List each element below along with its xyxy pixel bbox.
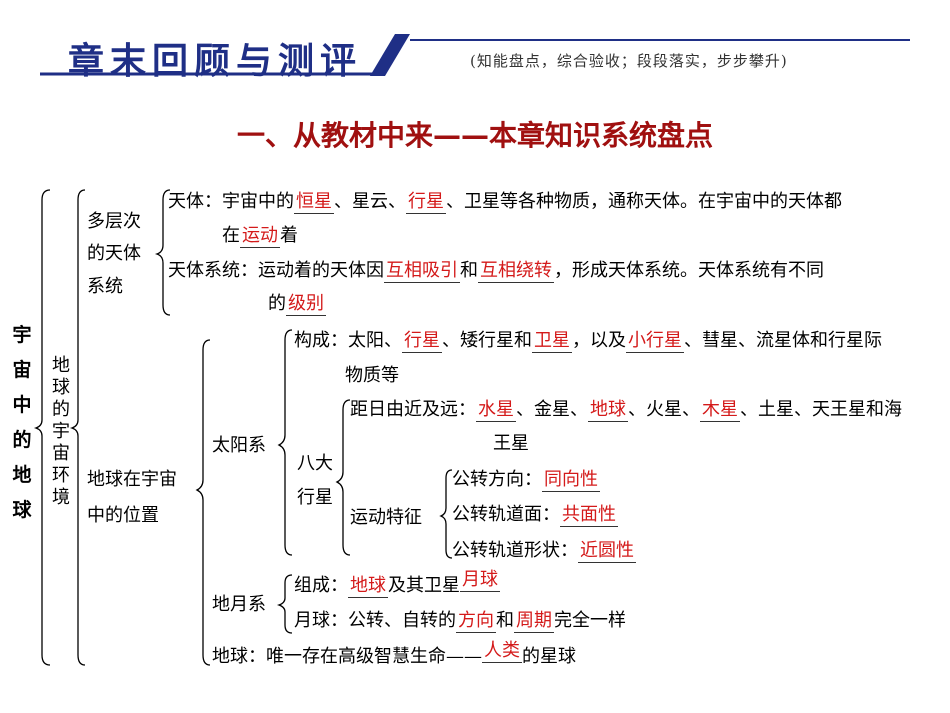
answer-blank: 近圆性 bbox=[578, 540, 636, 563]
earthmoon-composition: 组成：地球及其卫星月球 bbox=[294, 569, 500, 598]
order-tail: 、土星、天王星和海 bbox=[740, 399, 902, 420]
motion-shape: 公转轨道形状：近圆性 bbox=[452, 539, 636, 563]
answer-blank: 互相吸引 bbox=[384, 260, 460, 283]
composition-mid2: ，以及 bbox=[572, 330, 626, 351]
composition-line2: 物质等 bbox=[345, 365, 399, 386]
root-label: 宇宙中的地球 bbox=[12, 324, 32, 521]
order-line2: 王星 bbox=[493, 433, 529, 454]
composition-tail: 、彗星、流星体和行星际 bbox=[684, 330, 882, 351]
answer-blank: 同向性 bbox=[542, 469, 600, 492]
answer-blank: 月球 bbox=[460, 569, 500, 592]
motion-label: 运动特征 bbox=[350, 507, 422, 528]
section-title: 一、从教材中来——本章知识系统盘点 bbox=[236, 119, 713, 152]
answer-blank: 恒星 bbox=[294, 191, 334, 214]
order-mid1: 、金星、 bbox=[516, 399, 588, 420]
celestial-prefix: 天体：宇宙中的 bbox=[168, 191, 294, 212]
celestial-line2: 在运动着 bbox=[222, 224, 298, 248]
celestial-tail: 、卫星等各种物质，通称天体。在宇宙中的天体都 bbox=[446, 191, 842, 212]
order-prefix: 距日由近及远： bbox=[350, 399, 476, 420]
header-subtitle: (知能盘点，综合验收；段段落实，步步攀升) bbox=[470, 52, 788, 70]
plane-label: 公转轨道面： bbox=[452, 504, 560, 525]
celestial-line2-suffix: 着 bbox=[280, 225, 298, 246]
system-prefix: 天体系统：运动着的天体因 bbox=[168, 260, 384, 281]
answer-blank: 周期 bbox=[514, 610, 554, 633]
header-stripe-1 bbox=[370, 34, 410, 76]
earth-prefix: 地球：唯一存在高级智慧生命—— bbox=[212, 646, 482, 667]
answer-blank: 方向 bbox=[456, 610, 496, 633]
celestial-mid: 、星云、 bbox=[334, 191, 406, 212]
motion-plane: 公转轨道面：共面性 bbox=[452, 503, 618, 527]
earthmoon-moon: 月球：公转、自转的方向和周期完全一样 bbox=[294, 609, 626, 633]
position-label-line1: 地球在宇宙 bbox=[87, 469, 177, 490]
system-tail: ，形成天体系统。天体系统有不同 bbox=[554, 260, 824, 281]
eight-label-line1: 八大 bbox=[297, 453, 333, 474]
answer-blank: 行星 bbox=[402, 330, 442, 353]
multi-label-line2: 的天体 bbox=[87, 243, 141, 264]
em-composition-mid: 及其卫星 bbox=[388, 575, 460, 596]
answer-blank: 运动 bbox=[240, 225, 280, 248]
celestial-line2-prefix: 在 bbox=[222, 225, 240, 246]
motion-direction: 公转方向：同向性 bbox=[452, 468, 600, 492]
brace-earthmoon bbox=[276, 574, 293, 634]
shape-label: 公转轨道形状： bbox=[452, 540, 578, 561]
brace-motion bbox=[439, 469, 453, 559]
composition-line1: 构成：太阳、行星、矮行星和卫星，以及小行星、彗星、流星体和行星际 bbox=[294, 329, 882, 353]
answer-blank: 共面性 bbox=[560, 504, 618, 527]
solar-label: 太阳系 bbox=[212, 435, 266, 456]
answer-blank: 级别 bbox=[286, 293, 326, 316]
answer-blank: 人类 bbox=[482, 640, 522, 663]
answer-blank: 互相绕转 bbox=[478, 260, 554, 283]
composition-mid1: 、矮行星和 bbox=[442, 330, 532, 351]
answer-blank: 水星 bbox=[476, 399, 516, 422]
system-line1: 天体系统：运动着的天体因互相吸引和互相绕转，形成天体系统。天体系统有不同 bbox=[168, 259, 824, 283]
composition-prefix: 构成：太阳、 bbox=[294, 330, 402, 351]
branch-label: 地球的宇宙环境 bbox=[52, 355, 70, 508]
multi-label-line3: 系统 bbox=[87, 276, 123, 297]
order-line1: 距日由近及远：水星、金星、地球、火星、木星、土星、天王星和海 bbox=[350, 398, 902, 422]
brace-solar bbox=[277, 329, 293, 556]
system-line2-prefix: 的 bbox=[268, 293, 286, 314]
brace-root bbox=[33, 189, 51, 666]
answer-blank: 木星 bbox=[700, 399, 740, 422]
position-label-line2: 中的位置 bbox=[87, 505, 159, 526]
moon-mid: 和 bbox=[496, 610, 514, 631]
moon-tail: 完全一样 bbox=[554, 610, 626, 631]
celestial-line1: 天体：宇宙中的恒星、星云、行星、卫星等各种物质，通称天体。在宇宙中的天体都 bbox=[168, 190, 842, 214]
earthmoon-label: 地月系 bbox=[212, 594, 266, 615]
brace-eight bbox=[335, 399, 351, 556]
moon-prefix: 月球：公转、自转的 bbox=[294, 610, 456, 631]
direction-label: 公转方向： bbox=[452, 469, 542, 490]
answer-blank: 地球 bbox=[348, 575, 388, 598]
answer-blank: 行星 bbox=[406, 191, 446, 214]
earth-line: 地球：唯一存在高级智慧生命——人类的星球 bbox=[212, 640, 576, 669]
earth-suffix: 的星球 bbox=[522, 646, 576, 667]
brace-multi bbox=[154, 189, 171, 316]
eight-label-line2: 行星 bbox=[297, 487, 333, 508]
multi-label-line1: 多层次 bbox=[87, 211, 141, 232]
brace-branch bbox=[69, 189, 86, 666]
brace-position bbox=[195, 339, 211, 666]
answer-blank: 卫星 bbox=[532, 330, 572, 353]
answer-blank: 小行星 bbox=[626, 330, 684, 353]
system-line2: 的级别 bbox=[268, 292, 326, 316]
system-mid: 和 bbox=[460, 260, 478, 281]
answer-blank: 地球 bbox=[588, 399, 628, 422]
order-mid2: 、火星、 bbox=[628, 399, 700, 420]
header-title: 章末回顾与测评 bbox=[68, 41, 363, 82]
em-composition-prefix: 组成： bbox=[294, 575, 348, 596]
header-graphic bbox=[40, 30, 910, 76]
